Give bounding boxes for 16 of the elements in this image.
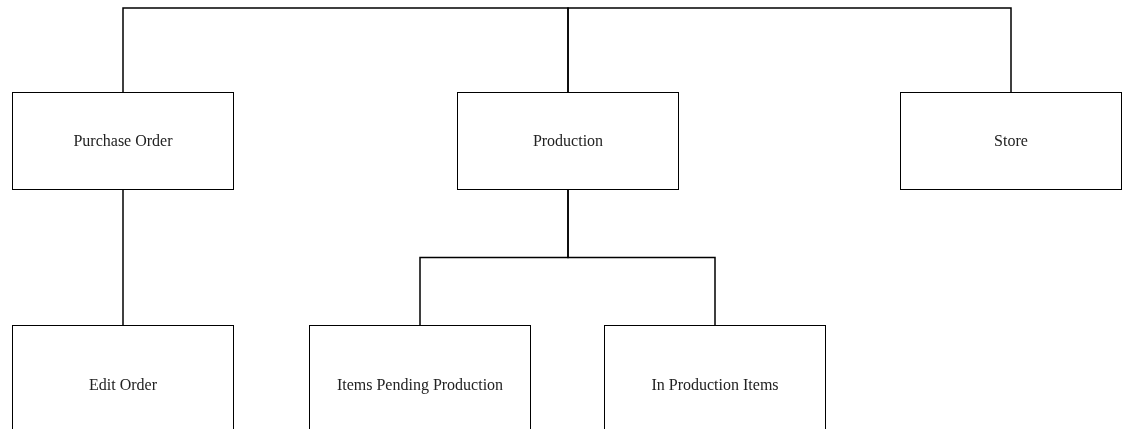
box-label: In Production Items bbox=[651, 375, 779, 395]
connector-line bbox=[122, 7, 569, 93]
box-label: Production bbox=[532, 131, 604, 151]
box-label: Purchase Order bbox=[73, 131, 173, 151]
box-label: Items Pending Production bbox=[336, 375, 504, 395]
process-box bbox=[12, 92, 234, 190]
process-box bbox=[900, 92, 1122, 190]
box-label: Edit Order bbox=[89, 375, 157, 395]
connector-line bbox=[567, 189, 716, 326]
connector-line bbox=[567, 7, 1012, 93]
process-box bbox=[309, 325, 531, 429]
connector-line bbox=[122, 189, 124, 326]
process-box bbox=[604, 325, 826, 429]
box-label: Store bbox=[994, 131, 1028, 151]
process-box bbox=[457, 92, 679, 190]
process-box bbox=[12, 325, 234, 429]
